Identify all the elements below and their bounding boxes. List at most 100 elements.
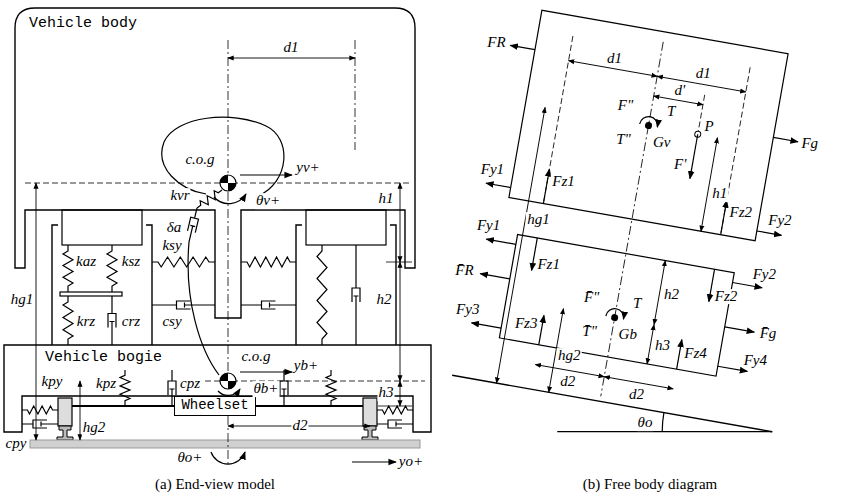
symbol-label: d1: [695, 66, 712, 82]
dimension-arrow: [496, 107, 545, 383]
center-line: [228, 416, 229, 466]
force-arrow: [510, 45, 535, 49]
end-view-model: [22, 40, 425, 466]
spring-symbol: [377, 406, 413, 414]
symbol-label: θo+: [177, 450, 204, 466]
symbol-label: kpy: [41, 374, 64, 390]
symbol-label: Fy1: [480, 162, 505, 178]
symbol-label: δa: [166, 220, 182, 236]
symbol-label: Gb: [618, 327, 638, 343]
cog-symbol: [220, 175, 236, 191]
spring-symbol: [241, 257, 296, 267]
symbol-label: hg2: [557, 348, 582, 364]
damper-symbol: [352, 245, 360, 345]
free-body-diagram: [452, 6, 837, 432]
symbol-label: c.o.g: [240, 349, 271, 365]
symbol-label: c.o.g: [184, 152, 215, 168]
force-arrow: [539, 315, 544, 345]
symbol-label: h1: [378, 191, 395, 207]
symbol-label: ksy: [161, 238, 182, 254]
force-arrow: [677, 340, 682, 370]
damper-symbol: [241, 301, 296, 309]
symbol-label: d1: [283, 40, 300, 56]
symbol-label: cpy: [5, 436, 28, 452]
symbol-label: krz: [76, 314, 96, 330]
body-block: [509, 10, 788, 241]
symbol-label: F": [617, 98, 634, 114]
symbol-label: d2: [292, 418, 309, 434]
torque-arrow: [640, 115, 659, 127]
force-arrow: [757, 231, 782, 235]
dimension-arrow: [400, 183, 401, 262]
rotation-arrow: [218, 389, 240, 395]
symbol-label: T: [632, 296, 642, 312]
symbol-label: h3: [654, 338, 671, 354]
symbol-label: Fg: [800, 136, 819, 152]
node-label: Vehicle bogie: [45, 350, 162, 367]
symbol-label: Fy2: [752, 267, 777, 283]
symbol-label: Fz2: [728, 205, 753, 221]
force-arrow: [472, 323, 502, 328]
outline-path: [4, 225, 431, 432]
symbol-label: Gv: [652, 135, 672, 151]
dimension-arrow: [36, 183, 37, 440]
cog-symbol: [220, 373, 236, 389]
symbol-label: kpz: [95, 376, 117, 392]
cog-line: [205, 381, 425, 382]
centre-of-gravity: [644, 122, 652, 130]
torque-arrow: [606, 307, 625, 319]
rail: [362, 426, 378, 440]
symbol-label: P: [704, 119, 715, 135]
symbol-label: d': [674, 84, 687, 100]
wheel: [363, 398, 377, 426]
rotation-arrow: [211, 452, 245, 464]
spring-symbol: [317, 245, 327, 345]
damper-symbol: [377, 420, 413, 428]
force-arrow: [543, 169, 549, 203]
wheel: [58, 398, 72, 426]
symbol-label: F̄R: [454, 263, 474, 279]
symbol-label: d1: [606, 51, 623, 67]
force-arrow: [480, 274, 510, 279]
damper-symbol: [188, 208, 199, 242]
centre-of-gravity: [611, 314, 619, 322]
body-pad: [306, 210, 386, 245]
damper-symbol: [22, 420, 58, 428]
symbol-label: yo+: [398, 454, 424, 470]
symbol-label: h2: [376, 292, 393, 308]
symbol-label: d2: [628, 387, 645, 403]
symbol-label: θb+: [253, 381, 280, 397]
spring-symbol: [22, 406, 58, 414]
dimension-arrow: [400, 262, 401, 381]
symbol-label: Fz2: [714, 289, 739, 305]
body-pad: [62, 210, 142, 245]
damper-symbol: [152, 301, 215, 309]
caption: (a) End-view model: [154, 477, 276, 493]
symbol-label: h1: [711, 186, 728, 202]
damper-symbol: [280, 370, 288, 406]
symbol-label: cpz: [179, 376, 201, 392]
symbol-label: kaz: [75, 254, 97, 270]
damper-symbol: [108, 296, 116, 345]
intermediate-plate: [60, 292, 122, 296]
symbol-label: F': [673, 157, 687, 173]
force-arrow: [773, 137, 798, 141]
force-arrow: [721, 200, 727, 234]
dimension-arrow: [400, 381, 401, 406]
symbol-label: F̄g: [759, 327, 778, 343]
rail: [57, 426, 73, 440]
symbol-label: Fz3: [514, 316, 539, 332]
symbol-label: hg1: [526, 212, 551, 228]
cog-symbol: [220, 175, 236, 191]
cog-symbol: [220, 373, 236, 389]
symbol-label: h3: [378, 385, 395, 401]
symbol-label: Fz4: [683, 346, 708, 362]
symbol-label: hg1: [10, 292, 35, 308]
outline-path: [15, 8, 415, 318]
tick: [378, 406, 412, 407]
direction-arrow: [352, 461, 396, 462]
center-line: [228, 40, 229, 174]
symbol-label: F̄": [583, 290, 600, 306]
wheelset-box: Wheelset: [174, 396, 255, 415]
